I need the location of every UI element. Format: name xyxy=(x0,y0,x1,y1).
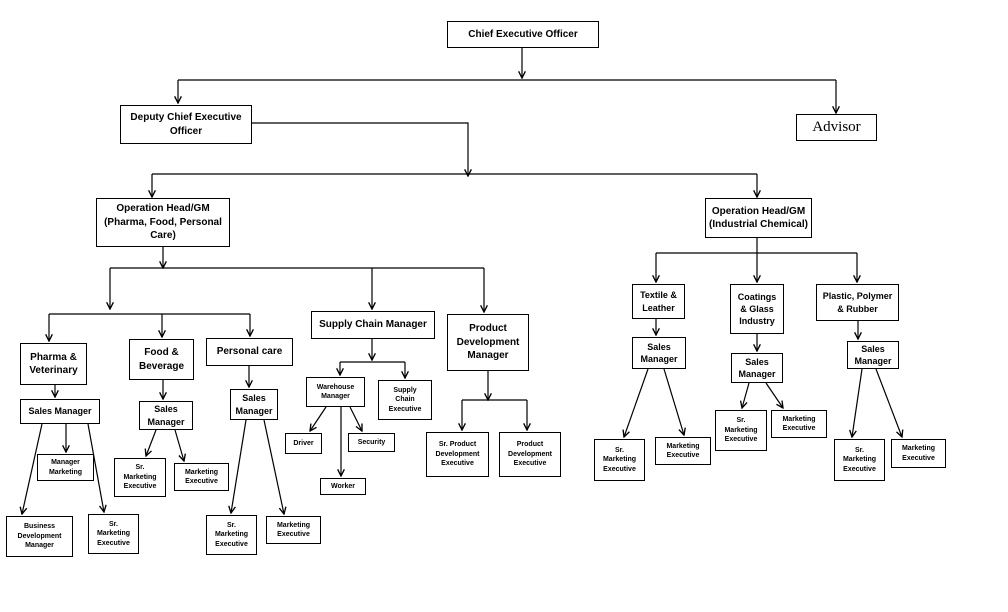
node-product-development-manager: Product Development Manager xyxy=(447,314,529,371)
node-personal-marketing-executive: Marketing Executive xyxy=(266,516,321,544)
node-coatings-sales-manager: Sales Manager xyxy=(731,353,783,383)
node-pharma-sr-marketing-executive: Sr. Marketing Executive xyxy=(88,514,139,554)
node-sr-product-development-executive: Sr. Product Development Executive xyxy=(426,432,489,477)
node-operation-head-pharma-food-personal: Operation Head/GM (Pharma, Food, Persona… xyxy=(96,198,230,247)
node-security: Security xyxy=(348,433,395,452)
node-coatings-marketing-executive: Marketing Executive xyxy=(771,410,827,438)
node-pharma-manager-marketing: Manager Marketing xyxy=(37,454,94,481)
node-deputy-ceo: Deputy Chief Executive Officer xyxy=(120,105,252,144)
node-textile-leather: Textile & Leather xyxy=(632,284,685,319)
node-textile-sr-marketing-executive: Sr. Marketing Executive xyxy=(594,439,645,481)
node-textile-sales-manager: Sales Manager xyxy=(632,337,686,369)
node-supply-chain-manager: Supply Chain Manager xyxy=(311,311,435,339)
node-pharma-sales-manager: Sales Manager xyxy=(20,399,100,424)
node-pharma-veterinary: Pharma & Veterinary xyxy=(20,343,87,385)
node-warehouse-manager: Warehouse Manager xyxy=(306,377,365,407)
node-supply-chain-executive: Supply Chain Executive xyxy=(378,380,432,420)
node-driver: Driver xyxy=(285,433,322,454)
node-coatings-sr-marketing-executive: Sr. Marketing Executive xyxy=(715,410,767,451)
node-food-sr-marketing-executive: Sr. Marketing Executive xyxy=(114,458,166,497)
node-ceo: Chief Executive Officer xyxy=(447,21,599,48)
node-operation-head-industrial: Operation Head/GM (Industrial Chemical) xyxy=(705,198,812,238)
node-worker: Worker xyxy=(320,478,366,495)
node-personal-sales-manager: Sales Manager xyxy=(230,389,278,420)
node-personal-care: Personal care xyxy=(206,338,293,366)
node-plastic-sr-marketing-executive: Sr. Marketing Executive xyxy=(834,439,885,481)
node-personal-sr-marketing-executive: Sr. Marketing Executive xyxy=(206,515,257,555)
node-product-development-executive: Product Development Executive xyxy=(499,432,561,477)
node-business-development-manager: Business Development Manager xyxy=(6,516,73,557)
node-food-sales-manager: Sales Manager xyxy=(139,401,193,430)
node-plastic-marketing-executive: Marketing Executive xyxy=(891,439,946,468)
node-textile-marketing-executive: Marketing Executive xyxy=(655,437,711,465)
node-plastic-polymer-rubber: Plastic, Polymer & Rubber xyxy=(816,284,899,321)
node-plastic-sales-manager: Sales Manager xyxy=(847,341,899,369)
node-food-marketing-executive: Marketing Executive xyxy=(174,463,229,491)
node-food-beverage: Food & Beverage xyxy=(129,339,194,380)
node-advisor: Advisor xyxy=(796,114,877,141)
node-coatings-glass-industry: Coatings & Glass Industry xyxy=(730,284,784,334)
